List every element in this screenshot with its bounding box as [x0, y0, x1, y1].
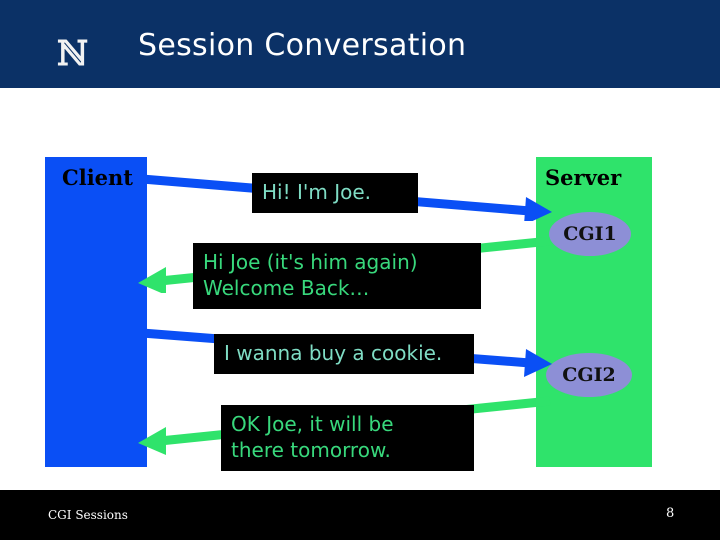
footer-label: CGI Sessions: [48, 508, 128, 522]
client-lifeline: [45, 157, 147, 467]
process-cgi2: CGI2: [546, 353, 632, 397]
client-label: Client: [62, 165, 133, 190]
slide-footer: [0, 490, 720, 540]
message-bubble-2: Hi Joe (it's him again) Welcome Back…: [193, 243, 481, 309]
server-label: Server: [545, 165, 622, 190]
diagram-canvas: Client Server CGI1 CGI2 Hi! I'm Joe. Hi …: [0, 95, 720, 490]
logo-container: ℕ: [36, 20, 110, 88]
server-lifeline: [536, 157, 652, 467]
university-n-logo-icon: ℕ: [56, 34, 90, 74]
page-number: 8: [666, 506, 675, 521]
message-bubble-4: OK Joe, it will be there tomorrow.: [221, 405, 474, 471]
page-title: Session Conversation: [138, 28, 467, 63]
message-bubble-1: Hi! I'm Joe.: [252, 173, 418, 213]
message-bubble-3: I wanna buy a cookie.: [214, 334, 474, 374]
process-cgi1: CGI1: [549, 212, 631, 256]
slide-header: ℕ Session Conversation: [0, 0, 720, 88]
header-divider: [0, 92, 720, 95]
